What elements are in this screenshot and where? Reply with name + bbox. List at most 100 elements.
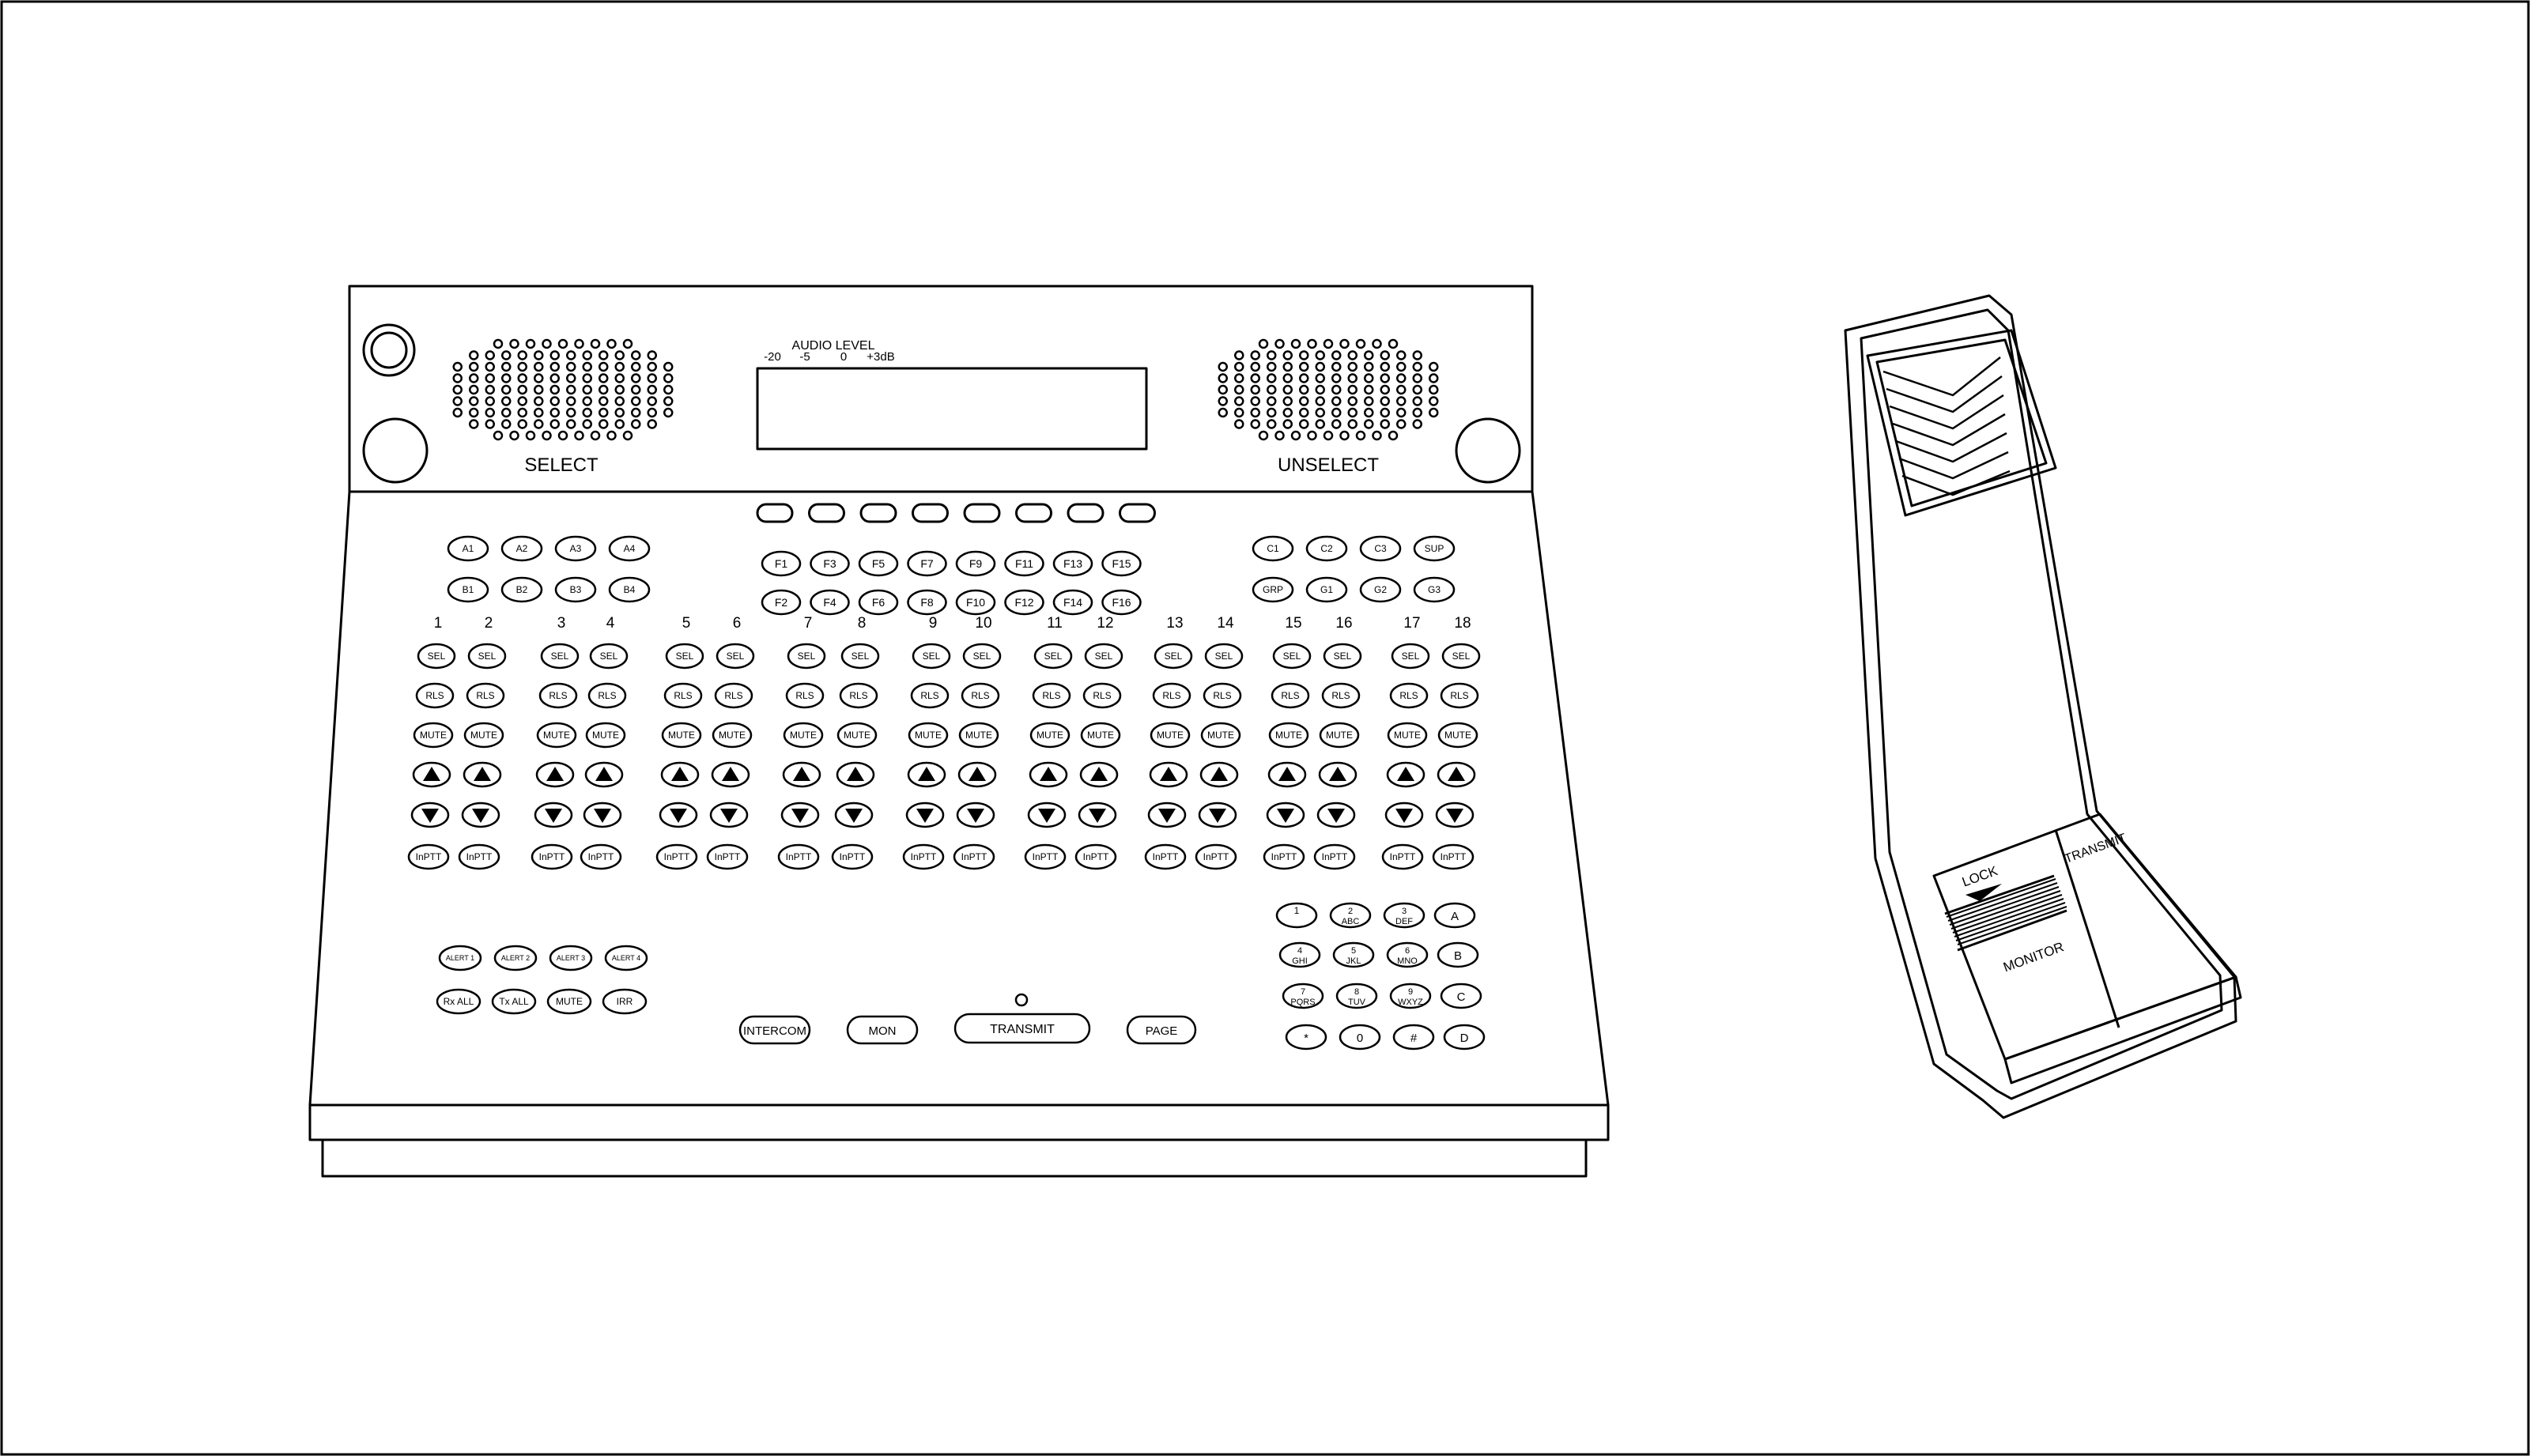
- channel-sel-button[interactable]: SEL: [1033, 643, 1073, 670]
- channel-mute-button-shape[interactable]: [908, 722, 949, 749]
- intercom-button[interactable]: [738, 1015, 811, 1045]
- channel-rls-button[interactable]: RLS: [663, 682, 703, 709]
- key-alert-4[interactable]: ALERT 4: [604, 945, 648, 971]
- channel-inptt-button-shape[interactable]: [1263, 843, 1305, 870]
- channel-mute-button-shape[interactable]: [1268, 722, 1309, 749]
- channel-mute-button[interactable]: MUTE: [908, 722, 949, 749]
- channel-mute-button-shape[interactable]: [712, 722, 753, 749]
- channel-sel-button[interactable]: SEL: [1204, 643, 1244, 670]
- channel-inptt-button[interactable]: InPTT: [407, 843, 450, 870]
- key-sup-shape[interactable]: [1413, 535, 1456, 562]
- channel-sel-button[interactable]: SEL: [1441, 643, 1481, 670]
- key-b1-shape[interactable]: [447, 576, 489, 603]
- channel-inptt-button-shape[interactable]: [580, 843, 622, 870]
- key-c1[interactable]: C1: [1252, 535, 1294, 562]
- soft-key-1[interactable]: [756, 503, 794, 523]
- key-f13-shape[interactable]: [1052, 550, 1093, 577]
- soft-key-6[interactable]: [1015, 503, 1052, 523]
- channel-mute-button-shape[interactable]: [661, 722, 702, 749]
- channel-volume-down-shape[interactable]: [1266, 802, 1305, 828]
- channel-volume-down-button[interactable]: [1384, 802, 1424, 828]
- channel-volume-up-shape[interactable]: [1149, 761, 1188, 788]
- channel-rls-button-shape[interactable]: [466, 682, 505, 709]
- key-sup[interactable]: SUP: [1413, 535, 1456, 562]
- channel-volume-up-shape[interactable]: [1437, 761, 1476, 788]
- channel-volume-down-shape[interactable]: [1384, 802, 1424, 828]
- channel-volume-up-button[interactable]: [1149, 761, 1188, 788]
- channel-sel-button-shape[interactable]: [1272, 643, 1312, 670]
- channel-sel-button[interactable]: SEL: [1084, 643, 1123, 670]
- key-f16-shape[interactable]: [1101, 589, 1142, 616]
- channel-sel-button[interactable]: SEL: [1323, 643, 1362, 670]
- channel-inptt-button-shape[interactable]: [706, 843, 749, 870]
- keypad-key-shape[interactable]: [1437, 941, 1479, 968]
- key-f8-shape[interactable]: [907, 589, 947, 616]
- channel-volume-down-button[interactable]: [905, 802, 945, 828]
- channel-inptt-button-shape[interactable]: [1313, 843, 1356, 870]
- channel-rls-button-shape[interactable]: [663, 682, 703, 709]
- key-f6[interactable]: F6: [858, 589, 899, 616]
- channel-rls-button-shape[interactable]: [587, 682, 627, 709]
- channel-volume-up-button[interactable]: [463, 761, 502, 788]
- channel-volume-down-shape[interactable]: [461, 802, 500, 828]
- keypad-key[interactable]: 1: [1275, 902, 1318, 929]
- channel-sel-button-shape[interactable]: [1323, 643, 1362, 670]
- key-c2[interactable]: C2: [1305, 535, 1348, 562]
- channel-inptt-button-shape[interactable]: [777, 843, 820, 870]
- key-tx-all[interactable]: Tx ALL: [491, 988, 537, 1015]
- channel-mute-button[interactable]: MUTE: [585, 722, 626, 749]
- key-alert-1[interactable]: ALERT 1: [438, 945, 482, 971]
- channel-mute-button[interactable]: MUTE: [783, 722, 824, 749]
- channel-volume-down-shape[interactable]: [410, 802, 450, 828]
- key-c3-shape[interactable]: [1359, 535, 1402, 562]
- keypad-key-shape[interactable]: [1282, 983, 1324, 1009]
- soft-key-8[interactable]: [1119, 503, 1156, 523]
- channel-rls-button-shape[interactable]: [961, 682, 1000, 709]
- key-a2-shape[interactable]: [500, 535, 543, 562]
- channel-mute-button[interactable]: MUTE: [1029, 722, 1071, 749]
- channel-volume-down-shape[interactable]: [1316, 802, 1356, 828]
- channel-rls-button[interactable]: RLS: [1152, 682, 1191, 709]
- keypad-key-shape[interactable]: [1440, 983, 1482, 1009]
- channel-mute-button[interactable]: MUTE: [1150, 722, 1191, 749]
- channel-inptt-button[interactable]: InPTT: [777, 843, 820, 870]
- channel-volume-up-button[interactable]: [782, 761, 821, 788]
- key-f15-shape[interactable]: [1101, 550, 1142, 577]
- channel-inptt-button[interactable]: InPTT: [1263, 843, 1305, 870]
- key-alert-2-shape[interactable]: [493, 945, 538, 971]
- keypad-key-shape[interactable]: [1392, 1024, 1435, 1051]
- channel-inptt-button[interactable]: InPTT: [706, 843, 749, 870]
- channel-rls-button-shape[interactable]: [839, 682, 878, 709]
- channel-mute-button[interactable]: MUTE: [536, 722, 577, 749]
- key-b4[interactable]: B4: [608, 576, 651, 603]
- channel-sel-button[interactable]: SEL: [787, 643, 826, 670]
- keypad-key-shape[interactable]: [1335, 983, 1378, 1009]
- key-g2-shape[interactable]: [1359, 576, 1402, 603]
- channel-mute-button[interactable]: MUTE: [958, 722, 999, 749]
- key-f16[interactable]: F16: [1101, 589, 1142, 616]
- channel-sel-button-shape[interactable]: [787, 643, 826, 670]
- channel-inptt-button[interactable]: InPTT: [1024, 843, 1067, 870]
- channel-rls-button[interactable]: RLS: [1032, 682, 1071, 709]
- channel-sel-button-shape[interactable]: [665, 643, 704, 670]
- channel-mute-button[interactable]: MUTE: [1200, 722, 1241, 749]
- key-f5-shape[interactable]: [858, 550, 899, 577]
- channel-volume-down-button[interactable]: [534, 802, 573, 828]
- channel-volume-up-shape[interactable]: [1386, 761, 1425, 788]
- key-a4[interactable]: A4: [608, 535, 651, 562]
- channel-volume-down-button[interactable]: [1027, 802, 1067, 828]
- channel-volume-up-shape[interactable]: [907, 761, 946, 788]
- key-tx-all-shape[interactable]: [491, 988, 537, 1015]
- channel-volume-down-shape[interactable]: [709, 802, 749, 828]
- channel-inptt-button[interactable]: InPTT: [655, 843, 698, 870]
- channel-volume-up-button[interactable]: [1267, 761, 1307, 788]
- keypad-key[interactable]: C: [1440, 983, 1482, 1009]
- channel-rls-button[interactable]: RLS: [1082, 682, 1122, 709]
- channel-mute-button-shape[interactable]: [413, 722, 454, 749]
- channel-volume-up-shape[interactable]: [660, 761, 700, 788]
- keypad-key-shape[interactable]: [1278, 941, 1321, 968]
